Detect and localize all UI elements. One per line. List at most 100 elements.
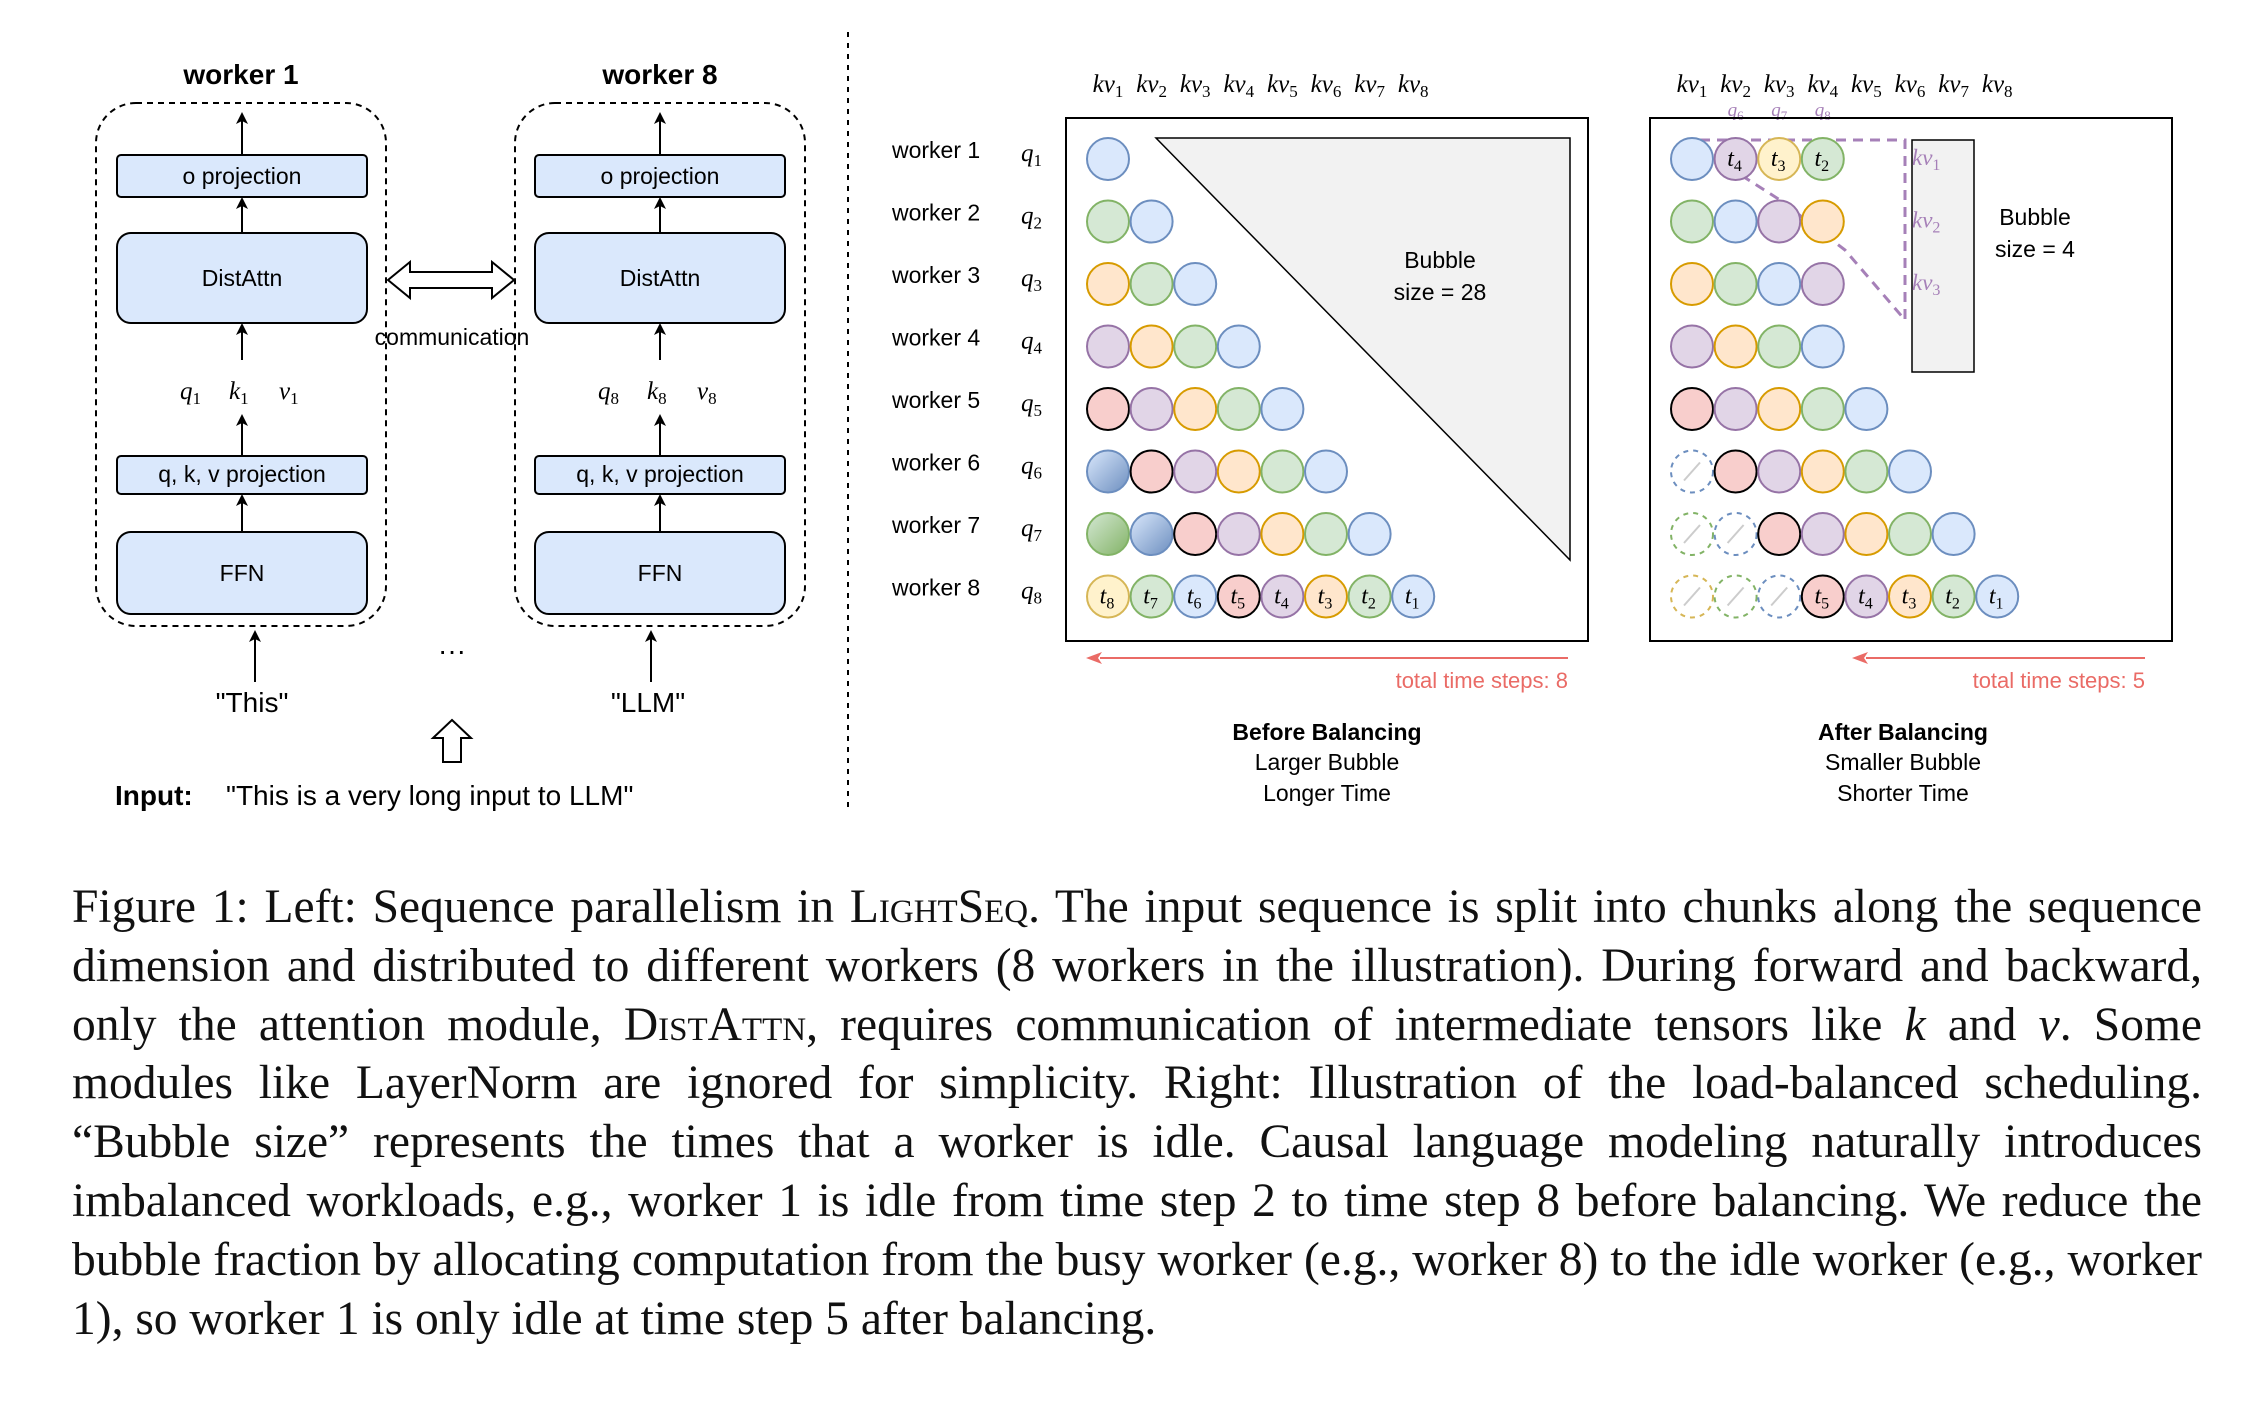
kv-label: kv7 [1938,71,1969,101]
o-projection-label: o projection [183,163,302,189]
distattn-label: DistAttn [620,265,701,291]
schedule-cell [1304,512,1348,556]
input-label: Input: [115,780,193,811]
shifted-kv-label: kv2 [1912,208,1940,237]
communication-arrow [386,259,516,301]
after-sub1: Smaller Bubble [1825,749,1981,775]
schedule-cell [1304,449,1348,494]
ghost-slash [1770,586,1788,607]
time-step-label: t3 [1771,146,1786,175]
schedule-cell [1975,574,2020,619]
time-step-label: t2 [1814,146,1829,175]
schedule-cell [1670,574,1714,619]
schedule-cell [1086,199,1130,244]
worker1-container [95,102,387,627]
kv-label: kv7 [1354,71,1385,101]
schedule-cell [1800,387,1845,431]
q-label: q7 [1021,515,1043,545]
time-step-label: t8 [1100,584,1115,613]
schedule-cell [1260,512,1305,556]
schedule-cell [1670,137,1714,181]
after-time-label: total time steps: 5 [1973,668,2145,693]
schedule-cell [1844,574,1889,619]
w1-qkv-vars: q1 k1 v1 [180,378,299,408]
time-step-label: t4 [1274,584,1289,613]
worker8-container [514,102,806,627]
o-projection-label: o projection [601,163,720,189]
worker-row-label: worker 4 [891,325,980,351]
after-bubble-rect [1911,139,1975,373]
schedule-cell [1670,449,1714,494]
schedule-cell [1757,262,1802,306]
token-llm: "LLM" [611,687,685,718]
figure-diagram: worker 1 o projection DistAttn q1 k1 v1 … [95,32,2173,811]
schedule-cell [1800,262,1845,306]
schedule-cell [1800,137,1845,181]
schedule-cell [1304,574,1348,619]
schedule-cell [1347,574,1392,619]
svg-text:v1: v1 [279,378,299,408]
kv-label: kv3 [1180,71,1211,101]
svg-text:v8: v8 [697,378,717,408]
schedule-cell [1757,387,1802,431]
input-text: "This is a very long input to LLM" [226,780,633,811]
schedule-cell [1888,574,1932,619]
schedule-cell [1216,449,1261,494]
kv-label: kv6 [1311,71,1342,101]
worker8-title: worker 8 [601,59,717,90]
q-label: q8 [1021,578,1042,608]
before-bubble-triangle [1154,137,1571,562]
schedule-cell [1129,512,1174,556]
ffn-label: FFN [638,560,683,586]
schedule-cell [1757,199,1802,244]
schedule-cell [1129,324,1174,369]
schedule-cell [1713,324,1758,369]
schedule-cell [1086,387,1130,431]
kv-label: kv2 [1720,71,1751,101]
q-label: q4 [1021,328,1043,358]
schedule-cell [1173,262,1218,306]
schedule-cell [1670,512,1714,556]
left-panel: worker 1 o projection DistAttn q1 k1 v1 … [95,59,806,811]
schedule-cell [1670,262,1714,306]
before-grid-box [1065,117,1589,642]
q-label: q5 [1021,390,1042,420]
schedule-cell [1713,512,1758,556]
q-label: q6 [1021,453,1042,483]
schedule-cell [1844,512,1889,556]
shifted-q-label: q6 [1728,100,1745,123]
time-step-label: t5 [1230,584,1245,613]
schedule-cell [1670,199,1714,244]
kv-label: kv2 [1136,71,1167,101]
before-bubble-label: Bubble [1404,247,1476,273]
ellipsis: ··· [438,635,466,666]
ffn-box [534,531,786,615]
schedule-cell [1844,449,1889,494]
before-sub2: Longer Time [1263,780,1391,806]
schedule-cell [1216,512,1261,556]
time-step-label: t1 [1405,584,1420,613]
qkv-projection-label: q, k, v projection [158,461,325,487]
svg-text:k1: k1 [229,378,249,408]
schedule-cell [1713,387,1758,431]
worker-row-label: worker 8 [891,575,980,601]
input-arrow [430,718,474,763]
schedule-cell [1260,574,1305,619]
kv-label: kv3 [1764,71,1795,101]
schedule-cell [1129,387,1174,431]
kv-label: kv8 [1982,71,2013,101]
schedule-cell [1757,449,1802,494]
schedule-cell [1347,512,1392,556]
schedule-cell [1713,449,1758,494]
worker-row-label: worker 7 [891,512,980,538]
kv-label: kv1 [1677,71,1708,101]
shifted-q-label: q7 [1771,100,1788,123]
kv-label: kv5 [1267,71,1298,101]
schedule-cell [1260,387,1305,431]
schedule-cell [1757,137,1802,181]
worker1-title: worker 1 [182,59,298,90]
